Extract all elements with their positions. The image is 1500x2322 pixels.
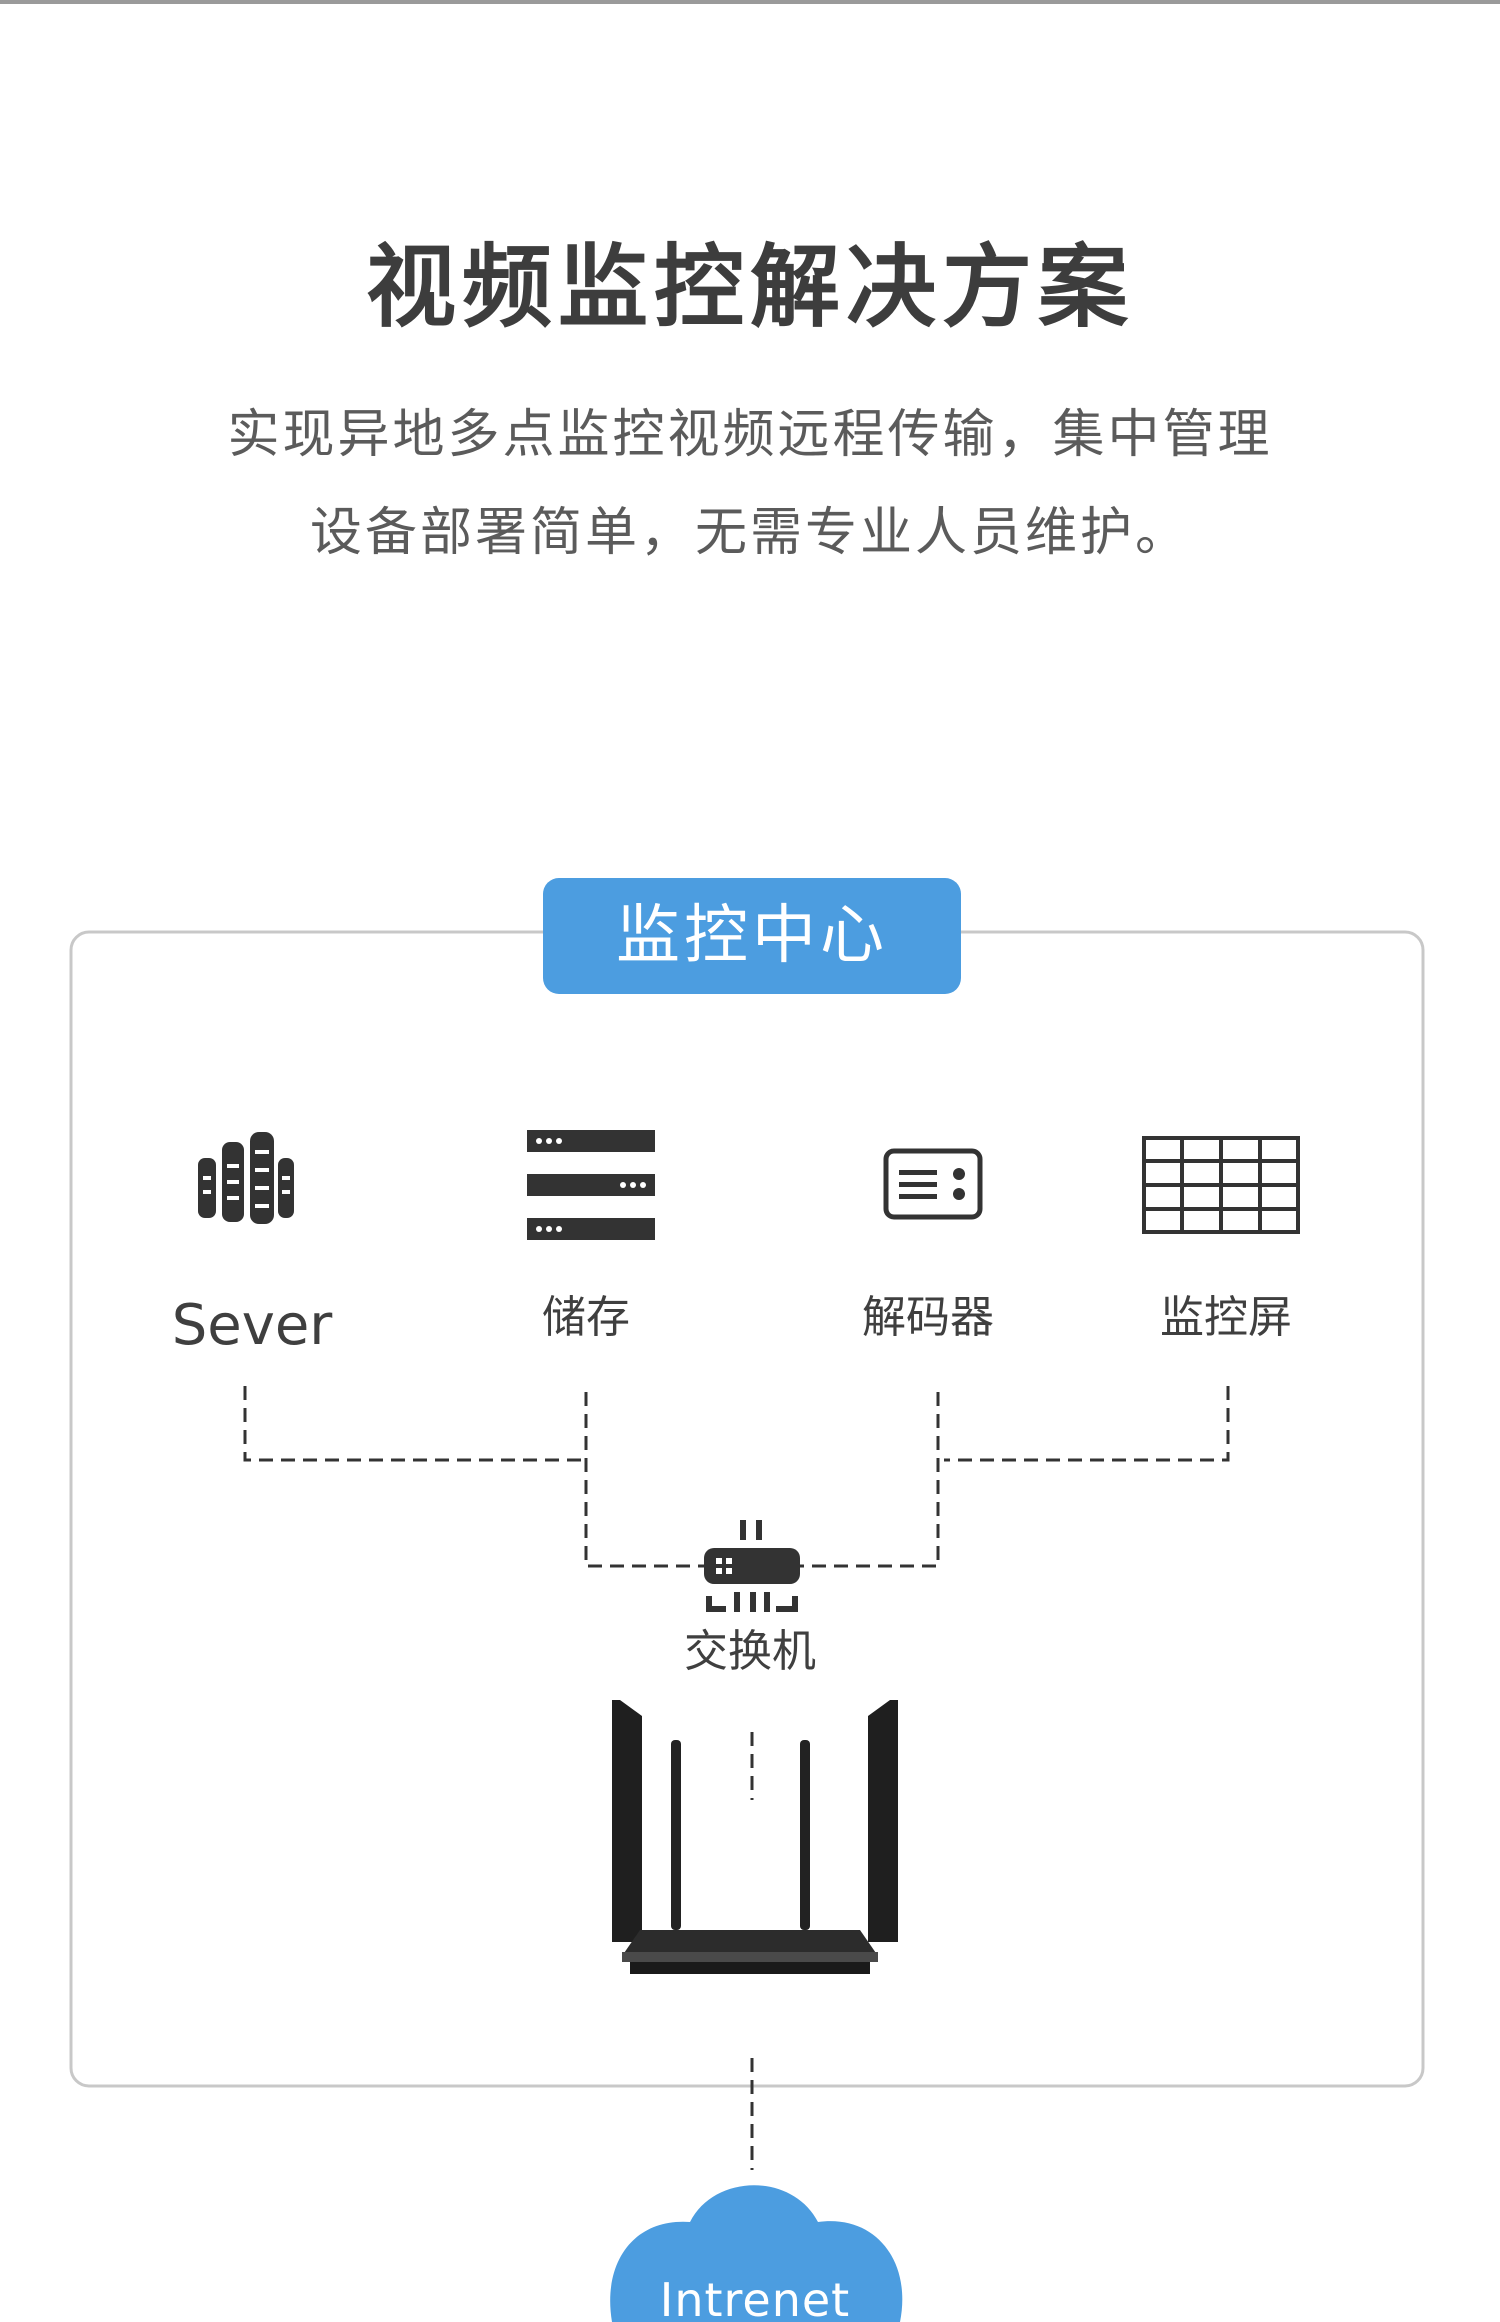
storage-rack-icon <box>527 1128 655 1242</box>
connector-decoder <box>800 1392 938 1566</box>
internet-label: Intrenet <box>600 2270 910 2322</box>
server-cluster-icon <box>196 1128 296 1228</box>
connector-storage <box>586 1392 706 1566</box>
switch-icon <box>700 1520 804 1614</box>
device-label-storage: 储存 <box>456 1290 716 1346</box>
video-wall-icon <box>1142 1136 1300 1234</box>
connector-lines <box>245 1386 1228 2170</box>
connector-server <box>245 1386 585 1460</box>
device-label-server: Sever <box>122 1298 382 1354</box>
connector-screen <box>944 1386 1228 1460</box>
monitoring-center-frame <box>71 932 1423 2086</box>
device-label-screen: 监控屏 <box>1096 1290 1356 1346</box>
monitoring-center-badge: 监控中心 <box>543 878 961 994</box>
decoder-icon <box>883 1148 983 1220</box>
device-label-decoder: 解码器 <box>798 1290 1058 1346</box>
switch-label: 交换机 <box>630 1624 870 1680</box>
router-icon <box>612 1700 898 1974</box>
